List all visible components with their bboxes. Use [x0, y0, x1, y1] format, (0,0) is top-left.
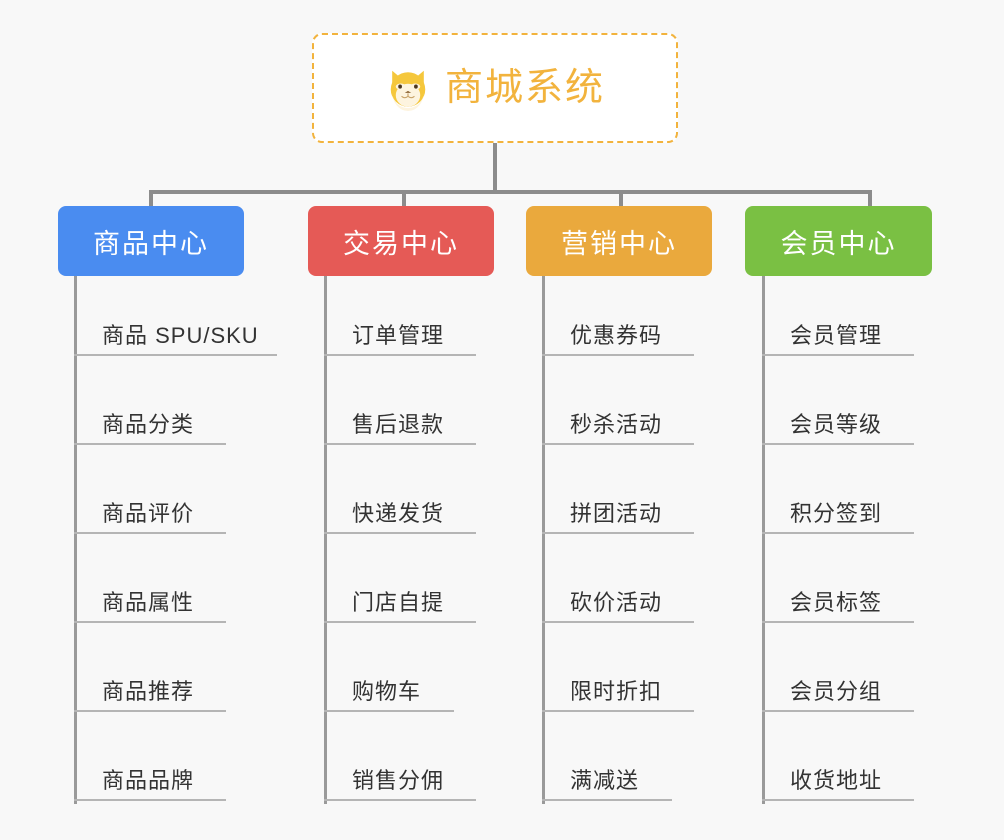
leaf-label: 商品 SPU/SKU — [102, 323, 259, 348]
leaf-label: 商品分类 — [102, 412, 195, 437]
trunk-member-center — [762, 276, 765, 804]
leaf-underline — [324, 799, 476, 801]
leaf-underline — [762, 532, 914, 534]
leaf-underline — [324, 621, 476, 623]
leaf-underline — [74, 532, 226, 534]
leaf-underline — [74, 799, 226, 801]
leaf-underline — [762, 799, 914, 801]
leaf-label: 会员管理 — [790, 323, 883, 348]
connector-drop-marketing-center — [619, 190, 623, 206]
category-box-product-center[interactable]: 商品中心 — [58, 206, 244, 276]
category-label: 交易中心 — [343, 228, 459, 259]
root-node-mall-system[interactable]: 商城系统 — [312, 33, 678, 143]
leaf-underline — [542, 354, 694, 356]
leaf-label: 快递发货 — [352, 501, 445, 526]
leaf-label: 满减送 — [570, 768, 640, 793]
leaf-label: 会员分组 — [790, 679, 883, 704]
leaf-label: 收货地址 — [790, 768, 883, 793]
connector-drop-product-center — [149, 190, 153, 206]
leaf-underline — [762, 621, 914, 623]
category-label: 商品中心 — [93, 228, 209, 259]
leaf-underline — [324, 443, 476, 445]
leaf-underline — [542, 710, 694, 712]
leaf-label: 商品品牌 — [102, 768, 195, 793]
leaf-underline — [762, 443, 914, 445]
category-box-trade-center[interactable]: 交易中心 — [308, 206, 494, 276]
leaf-label: 商品推荐 — [102, 679, 195, 704]
category-box-member-center[interactable]: 会员中心 — [745, 206, 932, 276]
category-box-marketing-center[interactable]: 营销中心 — [526, 206, 712, 276]
leaf-label: 门店自提 — [352, 590, 445, 615]
leaf-label: 限时折扣 — [570, 679, 663, 704]
leaf-underline — [542, 799, 672, 801]
leaf-underline — [542, 532, 694, 534]
leaf-underline — [74, 443, 226, 445]
leaf-underline — [542, 621, 694, 623]
leaf-underline — [324, 354, 476, 356]
leaf-underline — [74, 354, 277, 356]
leaf-label: 积分签到 — [790, 501, 883, 526]
leaf-underline — [324, 532, 476, 534]
leaf-label: 会员标签 — [790, 590, 883, 615]
root-node-title: 商城系统 — [444, 67, 605, 109]
leaf-label: 售后退款 — [352, 412, 445, 437]
category-label: 会员中心 — [780, 228, 897, 259]
trunk-product-center — [74, 276, 77, 804]
leaf-underline — [74, 621, 226, 623]
trunk-trade-center — [324, 276, 327, 804]
leaf-underline — [74, 710, 226, 712]
leaf-label: 商品属性 — [102, 590, 195, 615]
connector-drop-trade-center — [402, 190, 406, 206]
shiba-dog-face-icon — [390, 70, 426, 111]
leaf-underline — [324, 710, 454, 712]
leaf-label: 购物车 — [352, 679, 422, 704]
leaf-label: 订单管理 — [352, 323, 445, 348]
category-label: 营销中心 — [561, 228, 677, 259]
leaf-underline — [762, 354, 914, 356]
connector-horizontal-bus — [149, 190, 872, 194]
leaf-underline — [542, 443, 694, 445]
leaf-label: 销售分佣 — [352, 768, 445, 793]
connector-root-stem — [493, 143, 497, 193]
leaf-label: 砍价活动 — [570, 590, 663, 615]
trunk-marketing-center — [542, 276, 545, 804]
leaf-label: 会员等级 — [790, 412, 883, 437]
leaf-label: 商品评价 — [102, 501, 195, 526]
leaf-label: 优惠券码 — [570, 323, 663, 348]
leaf-label: 拼团活动 — [570, 501, 663, 526]
leaf-underline — [762, 710, 914, 712]
connector-drop-member-center — [868, 190, 872, 206]
leaf-label: 秒杀活动 — [570, 412, 663, 437]
